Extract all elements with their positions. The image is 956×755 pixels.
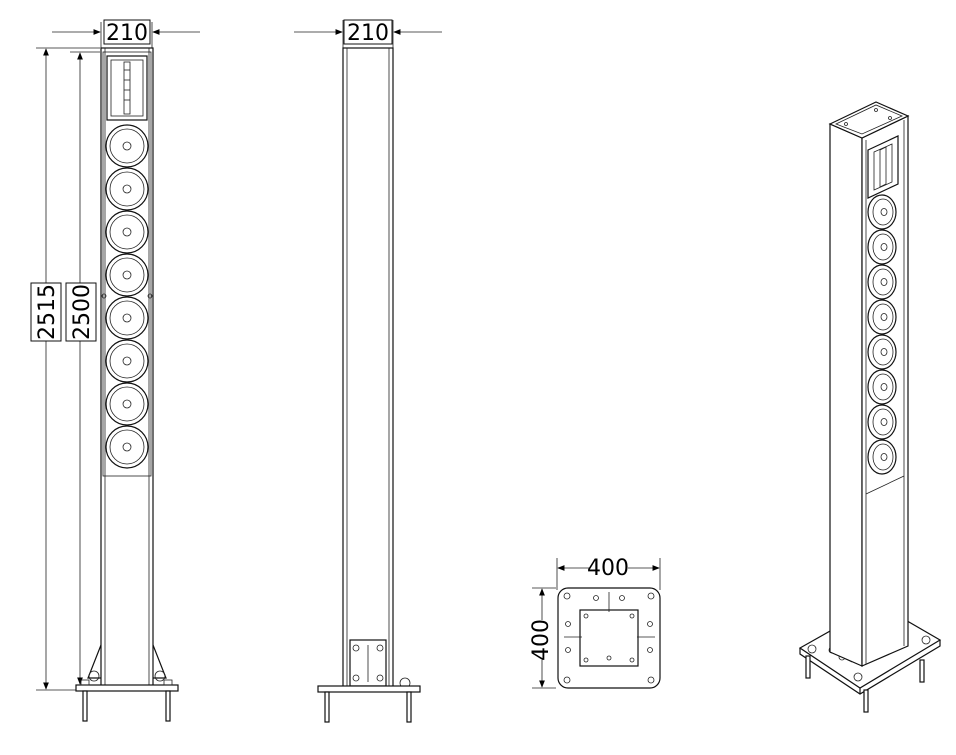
cabinet-height-label: 2500 xyxy=(70,284,95,340)
driver xyxy=(105,425,149,469)
driver xyxy=(867,334,897,370)
cabinet-height-dimension: 2500 xyxy=(65,51,100,685)
driver xyxy=(867,264,897,300)
base-plate xyxy=(557,587,661,689)
driver xyxy=(105,210,149,254)
driver xyxy=(105,382,149,426)
front-column-body xyxy=(100,47,154,689)
iso-drivers xyxy=(867,194,897,475)
base-plate-view: 400 400 xyxy=(529,556,661,689)
total-height-label: 2515 xyxy=(35,284,60,340)
driver xyxy=(867,299,897,335)
iso-column xyxy=(828,101,910,667)
front-base xyxy=(75,644,179,722)
front-width-dimension: 210 xyxy=(52,19,200,52)
driver xyxy=(105,339,149,383)
driver xyxy=(105,253,149,297)
driver xyxy=(105,124,149,168)
driver xyxy=(867,439,897,475)
driver xyxy=(867,229,897,265)
side-width-label: 210 xyxy=(347,21,389,46)
side-column-body xyxy=(342,47,394,689)
side-width-dimension: 210 xyxy=(294,19,442,48)
base-width-dimension: 400 xyxy=(556,556,661,590)
base-depth-label: 400 xyxy=(529,619,554,661)
front-width-label: 210 xyxy=(106,21,148,46)
side-base xyxy=(317,685,421,723)
driver xyxy=(867,404,897,440)
driver xyxy=(867,194,897,230)
total-height-dimension: 2515 xyxy=(30,47,100,691)
front-view: 210 2515 2500 xyxy=(30,19,200,722)
front-drivers xyxy=(105,124,149,469)
base-depth-dimension: 400 xyxy=(529,587,556,689)
front-horn xyxy=(106,55,148,121)
base-width-label: 400 xyxy=(587,556,629,581)
isometric-view xyxy=(798,101,942,713)
driver xyxy=(105,167,149,211)
side-view: 210 xyxy=(294,19,442,723)
driver xyxy=(105,296,149,340)
driver xyxy=(867,369,897,405)
